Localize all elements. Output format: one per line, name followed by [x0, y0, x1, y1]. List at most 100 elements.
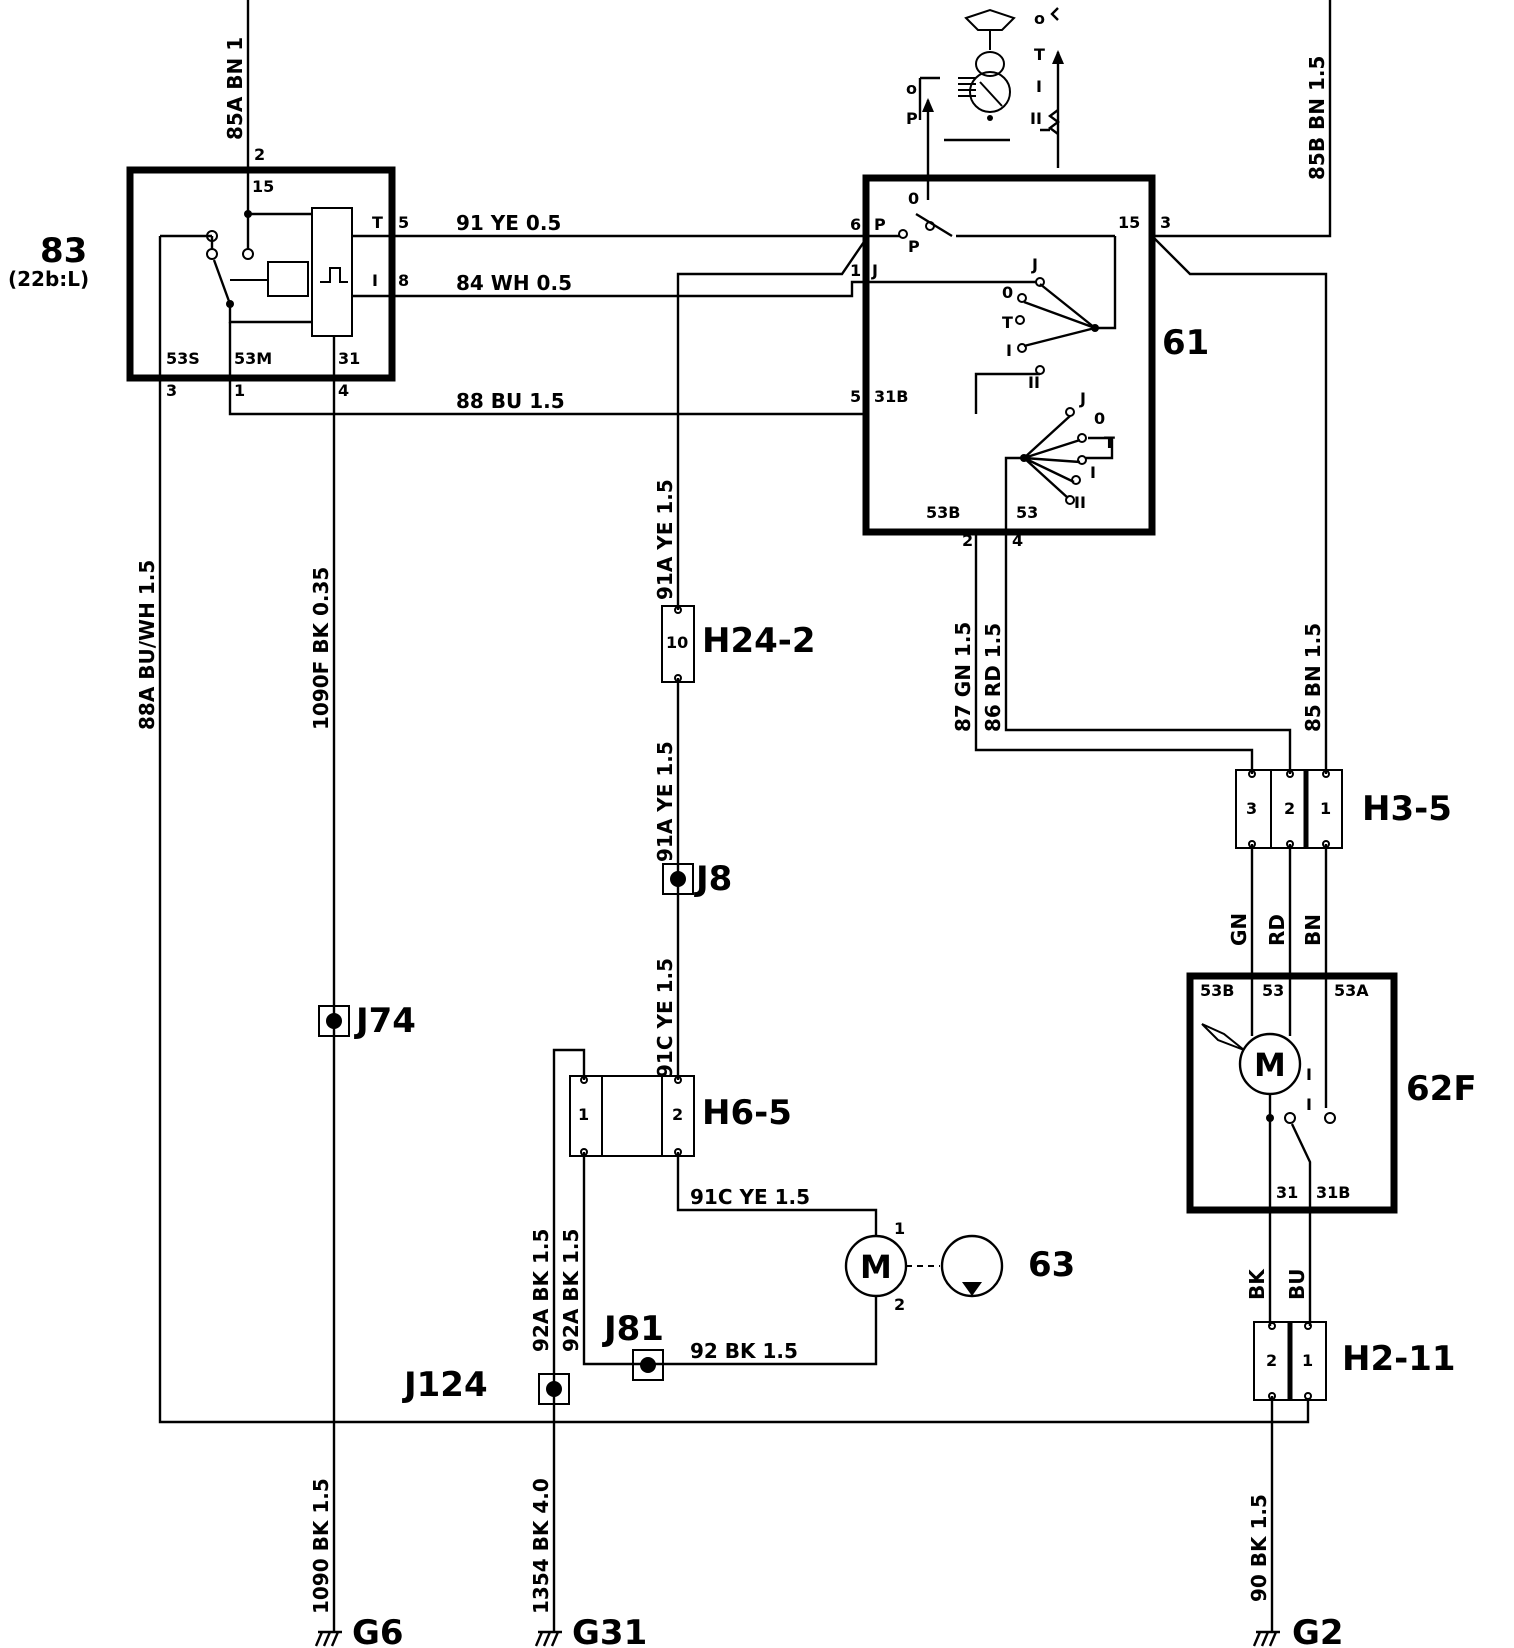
h2-11-pin-2: 2: [1266, 1351, 1277, 1370]
wire-85A-label: 85A BN 1: [223, 37, 247, 140]
pin-61-6: 6: [850, 215, 861, 234]
junction-j81: J81: [602, 1309, 664, 1381]
sw1-J: J: [1031, 255, 1038, 274]
sw2-J: J: [1079, 389, 1086, 408]
component-62f: 62F M 53B 53 53A 31 31B I I: [1186, 972, 1477, 1214]
pin-61-53B: 53B: [926, 503, 960, 522]
pin-61-2: 2: [962, 531, 973, 550]
pin-62f-53A: 53A: [1334, 981, 1369, 1000]
wire-rd-label: RD: [1265, 914, 1289, 946]
wire-85-label: 85 BN 1.5: [1301, 623, 1325, 732]
sw-62f-I-b: I: [1306, 1095, 1312, 1114]
wire-91C-vert-label: 91C YE 1.5: [653, 958, 677, 1078]
h6-5-label: H6-5: [702, 1093, 792, 1133]
motor-63-symbol: M: [860, 1248, 892, 1286]
pin-83-2: 2: [254, 145, 265, 164]
pin-83-5: 5: [398, 213, 409, 232]
motor-62f-symbol: M: [1254, 1046, 1286, 1084]
g31-label: G31: [572, 1613, 647, 1648]
lever-symbols: o P o T I II: [906, 7, 1064, 168]
pin-61-1: 1: [850, 261, 861, 280]
pin-83-1: 1: [234, 381, 245, 400]
lever-o: o: [906, 79, 917, 98]
pin-83-T: T: [372, 213, 383, 232]
h3-5-pin-1: 1: [1320, 799, 1331, 818]
wire-92A-left-label: 92A BK 1.5: [529, 1229, 553, 1352]
pin-62f-31B: 31B: [1316, 1183, 1350, 1202]
component-83-sublabel: (22b:L): [8, 267, 89, 291]
ground-g6: G6: [314, 1613, 404, 1648]
wire-1354-label: 1354 BK 4.0: [529, 1478, 553, 1614]
pin-61-P: P: [874, 215, 886, 234]
junction-j124: J124: [402, 1365, 570, 1405]
pin-62f-31: 31: [1276, 1183, 1298, 1202]
wire-87-label: 87 GN 1.5: [951, 622, 975, 732]
pin-62f-53B: 53B: [1200, 981, 1234, 1000]
lever-P: P: [906, 109, 918, 128]
wire-86-label: 86 RD 1.5: [981, 623, 1005, 732]
component-61-label: 61: [1162, 323, 1209, 363]
pin-83-53S: 53S: [166, 349, 200, 368]
wire-88A-label: 88A BU/WH 1.5: [135, 560, 159, 730]
component-83: 83 (22b:L) 2 15 T 5 I 8 53S 53M 31 3 1 4: [8, 145, 409, 400]
sw2-II: II: [1074, 493, 1086, 512]
ground-g31: G31: [534, 1613, 647, 1648]
sw-62f-I-a: I: [1306, 1065, 1312, 1084]
pin-83-3: 3: [166, 381, 177, 400]
horizontal-wire-labels: 91 YE 0.5 84 WH 0.5 88 BU 1.5 91C YE 1.5…: [456, 211, 810, 1363]
connector-h2-11: 2 1 H2-11: [1253, 1321, 1456, 1401]
h24-2-label: H24-2: [702, 621, 816, 661]
wire-bu-label: BU: [1285, 1269, 1309, 1300]
j124-label: J124: [402, 1365, 488, 1405]
component-63: M 63 1 2: [844, 1219, 1075, 1314]
pin-83-I: I: [372, 271, 378, 290]
wire-bn-label: BN: [1301, 914, 1325, 946]
pin-63-2: 2: [894, 1295, 905, 1314]
pin-61-J: J: [871, 261, 878, 280]
h3-5-pin-2: 2: [1284, 799, 1295, 818]
wire-92-label: 92 BK 1.5: [690, 1339, 798, 1363]
junctions: J8 J74 J81 J124: [318, 859, 732, 1405]
pin-62f-53: 53: [1262, 981, 1284, 1000]
wire-91A-top-label: 91A YE 1.5: [653, 479, 677, 600]
wire-1090F-label: 1090F BK 0.35: [309, 567, 333, 730]
connector-h24-2: 10 H24-2: [661, 605, 816, 683]
g6-label: G6: [352, 1613, 404, 1648]
wire-gn-label: GN: [1227, 913, 1251, 946]
component-83-label: 83: [40, 231, 87, 271]
wire-92A-right-label: 92A BK 1.5: [559, 1229, 583, 1352]
pin-83-31: 31: [338, 349, 360, 368]
lever-T: T: [1034, 45, 1045, 64]
sw2-0: 0: [1094, 409, 1105, 428]
j74-label: J74: [354, 1001, 416, 1041]
component-62f-label: 62F: [1406, 1069, 1477, 1109]
sw2-I: I: [1090, 463, 1096, 482]
pin-61-P2: P: [908, 237, 920, 256]
pin-61-4: 4: [1012, 531, 1023, 550]
pin-61-5: 5: [850, 387, 861, 406]
wires: [158, 0, 1332, 1632]
wire-84-label: 84 WH 0.5: [456, 271, 572, 295]
wire-91A-mid-label: 91A YE 1.5: [653, 741, 677, 862]
pin-61-15: 15: [1118, 213, 1140, 232]
sw1-T: T: [1002, 313, 1013, 332]
grounds: G6 G31 G2: [314, 1613, 1344, 1648]
g2-label: G2: [1292, 1613, 1344, 1648]
lever-II: II: [1030, 109, 1042, 128]
h3-5-pin-3: 3: [1246, 799, 1257, 818]
h24-2-pin: 10: [666, 633, 688, 652]
ground-g2: G2: [1252, 1613, 1344, 1648]
junction-j8: J8: [662, 859, 732, 899]
sw1-II: II: [1028, 373, 1040, 392]
pin-61-3: 3: [1160, 213, 1171, 232]
h2-11-label: H2-11: [1342, 1339, 1456, 1379]
h6-5-pin-2: 2: [672, 1105, 683, 1124]
lever-I: I: [1036, 77, 1042, 96]
sw2-T: T: [1104, 433, 1115, 452]
pin-83-8: 8: [398, 271, 409, 290]
wire-91C-horiz-label: 91C YE 1.5: [690, 1185, 810, 1209]
wire-88-label: 88 BU 1.5: [456, 389, 565, 413]
pin-83-15: 15: [252, 177, 274, 196]
connector-h6-5: 1 2 H6-5: [569, 1075, 792, 1157]
